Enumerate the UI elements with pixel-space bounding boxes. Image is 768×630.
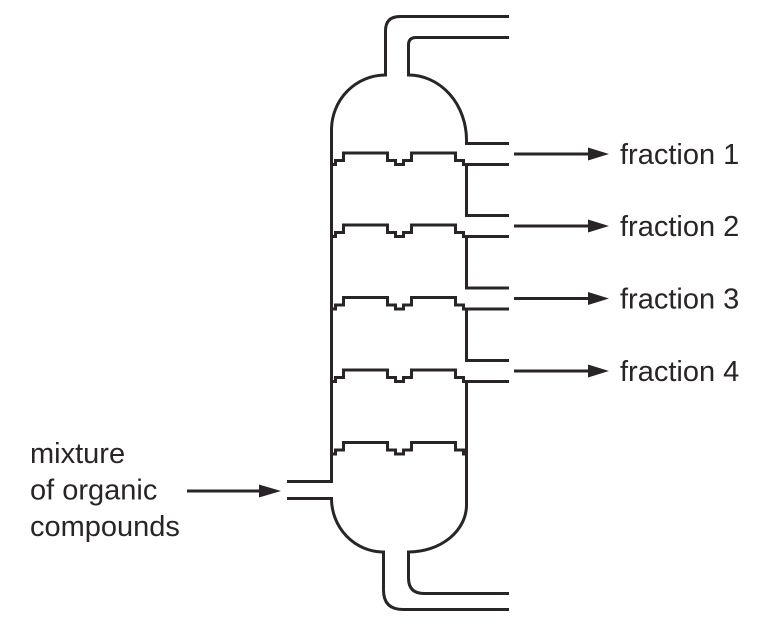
column-right-wall-bottom-and-pipe <box>407 381 509 595</box>
column-left-wall-and-top-pipe <box>287 15 509 483</box>
feed-label-line-3: compounds <box>30 511 180 543</box>
tray-with-bubble-caps <box>331 441 467 456</box>
fraction-3-label: fraction 3 <box>620 284 739 316</box>
right-wall-segment <box>465 236 509 290</box>
fraction-1-label: fraction 1 <box>620 139 739 171</box>
tray-with-bubble-caps <box>331 368 509 383</box>
fraction-4-label: fraction 4 <box>620 356 739 388</box>
bubble-cap-trays <box>331 151 509 456</box>
right-wall-segment <box>465 309 509 362</box>
arrow-head-icon <box>259 484 281 498</box>
column-bottom-left-and-pipe <box>287 497 509 611</box>
arrow-head-icon <box>588 219 609 233</box>
fraction-outlet-arrow <box>514 147 609 161</box>
feed-arrow <box>187 484 281 498</box>
column-right-dome-and-top-pipe-inner <box>407 36 509 145</box>
fraction-outlet-arrow <box>514 219 609 233</box>
arrow-head-icon <box>588 364 609 378</box>
tray-with-bubble-caps <box>331 296 509 311</box>
tray-with-bubble-caps <box>331 151 509 166</box>
fraction-outlet-arrow <box>514 292 609 305</box>
fraction-arrows <box>514 147 609 378</box>
fraction-outlet-arrow <box>514 364 609 378</box>
feed-label-line-1: mixture <box>30 438 125 470</box>
tray-with-bubble-caps <box>331 223 509 238</box>
fraction-2-label: fraction 2 <box>620 211 739 243</box>
feed-inlet-arrow <box>187 484 281 498</box>
right-wall-segments <box>465 164 509 362</box>
arrow-head-icon <box>588 147 609 161</box>
right-wall-segment <box>465 164 509 217</box>
feed-label-line-2: of organic <box>30 475 157 507</box>
arrow-head-icon <box>588 292 609 305</box>
